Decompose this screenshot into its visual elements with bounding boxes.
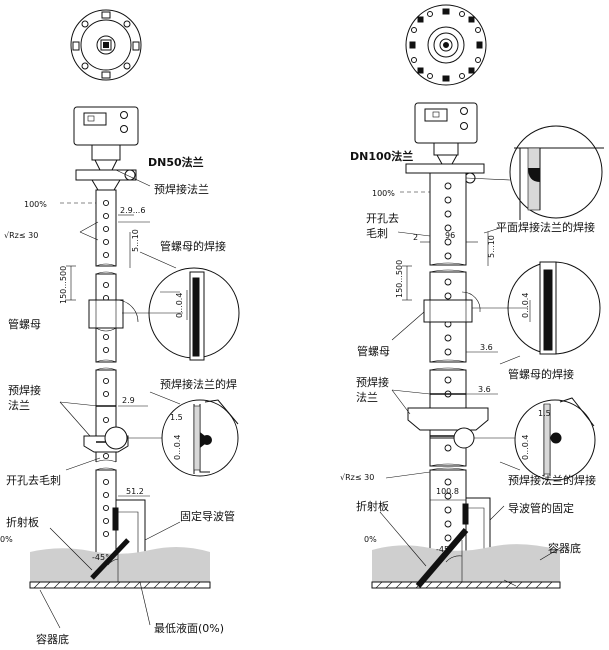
- left-dim-d5: 1.5: [170, 413, 183, 422]
- right-pre-weld-flange-label-b: 法兰: [356, 390, 378, 404]
- left-range: 150...500: [59, 266, 68, 304]
- left-annotations: [39, 169, 181, 629]
- right-dim-d2: 96: [445, 231, 455, 240]
- left-dim-d7: 51.2: [126, 487, 144, 496]
- right-dim-d7: 1.5: [538, 409, 551, 418]
- right-detail-nut: [461, 261, 601, 355]
- right-dim-d6: 3.6: [478, 385, 491, 394]
- right-title: DN100法兰: [350, 149, 413, 163]
- right-housing: [414, 102, 478, 165]
- left-deflector-label: 折射板: [6, 515, 39, 529]
- right-angle: -45°: [436, 545, 453, 554]
- left-fixed-waveguide-label: 固定导波管: [180, 509, 235, 523]
- left-labels: DN50法兰 预焊接法兰 100% 2.9...6 5...10 √Rz≤ 30…: [0, 155, 237, 646]
- left-angle: -45°: [92, 553, 109, 562]
- right-range: 150...500: [395, 260, 404, 298]
- left-tube-nut-label: 管螺母: [8, 317, 41, 331]
- left-min-level-label: 最低液面(0%): [154, 621, 224, 635]
- left-pre-weld-flange-weld-label: 预焊接法兰的焊: [160, 377, 237, 391]
- right-flat-weld-label: 平面焊接法兰的焊接: [496, 220, 595, 234]
- right-pct-100: 100%: [372, 189, 395, 198]
- right-dim-d3: 5...10: [487, 235, 496, 258]
- left-tube-nut-weld-label: 管螺母的焊接: [160, 239, 226, 253]
- left-deburr-label: 开孔去毛刺: [6, 474, 61, 487]
- right-dim-d5: 3.6: [480, 343, 493, 352]
- right-tube-nut-weld-label: 管螺母的焊接: [508, 367, 574, 381]
- right-tube-nut-label: 管螺母: [357, 344, 390, 358]
- left-pct-100: 100%: [24, 200, 47, 209]
- left-dim-d1: 2.9...6: [120, 206, 145, 215]
- right-dim-d4: 0...0.4: [521, 293, 530, 318]
- right-dim-d1: 2: [413, 233, 418, 242]
- left-dim-d2: 5...10: [131, 229, 140, 252]
- right-annotations: [379, 191, 561, 587]
- right-detail-flange: [453, 397, 596, 481]
- left-detail-flange: [104, 399, 239, 477]
- right-vessel-bottom-label: 容器底: [548, 541, 581, 555]
- left-dim-d4: 2.9: [122, 396, 135, 405]
- left-pre-weld-flange-label-2b: 法兰: [8, 398, 30, 412]
- left-housing: [73, 106, 139, 171]
- left-pre-weld-flange-label: 预焊接法兰: [154, 182, 209, 196]
- left-dim-d3: 0...0.4: [175, 293, 184, 318]
- left-dim-d6: 0...0.4: [173, 435, 182, 460]
- left-roughness: √Rz≤ 30: [4, 231, 38, 240]
- right-dim-d8: 0...0.4: [521, 435, 530, 460]
- right-roughness: √Rz≤ 30: [340, 473, 374, 482]
- left-vessel-bottom-label: 容器底: [36, 632, 69, 646]
- left-flange: [75, 169, 137, 191]
- left-vessel: [29, 538, 211, 589]
- right-pre-weld-flange-weld-label: 预焊接法兰的焊接: [508, 473, 596, 487]
- right-deburr-label-a: 开孔去: [366, 212, 399, 225]
- left-pct-0: 0%: [0, 535, 13, 544]
- left-flange-topview: [70, 9, 142, 81]
- left-drawing: DN50法兰 预焊接法兰 100% 2.9...6 5...10 √Rz≤ 30…: [0, 9, 240, 646]
- right-deflector-label: 折射板: [356, 499, 389, 513]
- right-drawing: DN100法兰 100% 开孔去 毛刺 2 96 5...10 平面焊接法兰的焊…: [340, 4, 604, 589]
- right-dim-d9: 100.8: [436, 487, 459, 496]
- left-detail-nut: [115, 267, 240, 361]
- right-detail-flat-weld: [465, 125, 604, 220]
- right-pre-weld-flange-label-a: 预焊接: [356, 375, 389, 389]
- right-deburr-label-b: 毛刺: [366, 227, 388, 240]
- left-pre-weld-flange-label-2a: 预焊接: [8, 383, 41, 397]
- right-pct-0: 0%: [364, 535, 377, 544]
- left-title: DN50法兰: [148, 155, 204, 169]
- right-labels: DN100法兰 100% 开孔去 毛刺 2 96 5...10 平面焊接法兰的焊…: [340, 149, 596, 555]
- right-vessel: [371, 528, 561, 589]
- right-waveguide-fix-label: 导波管的固定: [508, 501, 574, 515]
- right-flange-topview: [405, 4, 487, 86]
